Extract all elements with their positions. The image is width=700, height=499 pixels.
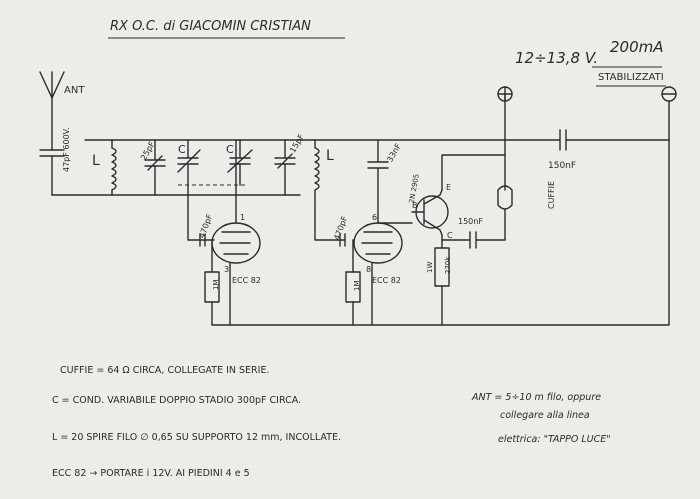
trimmer-1 xyxy=(144,139,166,196)
supply-note: STABILIZZATI xyxy=(598,72,664,83)
output-cap-label: 150nF xyxy=(548,161,576,171)
tube-1-pin3: 3 xyxy=(224,265,229,274)
resistor-2 xyxy=(345,271,361,326)
plate-capacitor xyxy=(367,139,413,224)
ant-note-3: elettrica: "TAPPO LUCE" xyxy=(498,434,611,445)
plate-cap-label: 33nF xyxy=(385,142,403,164)
trimmer-2 xyxy=(274,139,296,196)
note-coil: L = 20 SPIRE FILO ∅ 0,65 SU SUPPORTO 12 … xyxy=(52,432,341,443)
schematic-title: RX O.C. di GIACOMIN CRISTIAN xyxy=(110,19,311,34)
ant-note-2: collegare alla linea xyxy=(500,410,590,421)
antenna-symbol xyxy=(39,71,65,151)
ant-note-1: ANT = 5÷10 m filo, oppure xyxy=(471,392,601,403)
antenna-capacitor xyxy=(39,149,65,196)
output-capacitor xyxy=(504,129,670,151)
transistor-label: 2N 2905 xyxy=(408,173,421,204)
variable-capacitor-1 xyxy=(177,139,201,206)
pin-b: B xyxy=(412,201,418,210)
tube-2 xyxy=(353,222,403,264)
coupling-cap-label: 150nF xyxy=(458,217,483,226)
grid-capacitor-1 xyxy=(199,233,206,247)
coil-2 xyxy=(314,139,320,201)
tube-1-pin1: 1 xyxy=(240,213,245,222)
coil-1-label: L xyxy=(92,153,100,169)
tube-2-label: ECC 82 xyxy=(372,276,401,285)
antenna-label: ANT xyxy=(64,85,85,96)
headphones xyxy=(497,93,513,241)
resistor-2-label: 1M xyxy=(353,281,361,292)
resistor-3-power: 1W xyxy=(426,262,434,273)
note-variable-cap: C = COND. VARIABILE DOPPIO STADIO 300pF … xyxy=(52,395,301,406)
tube-1-label: ECC 82 xyxy=(232,276,261,285)
supply-current: 200mA xyxy=(610,38,664,56)
transistor-2n2905 xyxy=(411,189,449,236)
tube-2-pin8: 8 xyxy=(366,265,371,274)
supply-voltage: 12÷13,8 V. xyxy=(515,49,598,67)
minus-terminal xyxy=(661,86,677,102)
coil-2-label: L xyxy=(326,148,334,164)
resistor-1-label: 1M xyxy=(212,280,220,291)
grid2-wire xyxy=(314,199,346,241)
trimmer-2-label: 15pF xyxy=(288,132,306,154)
variable-capacitor-2 xyxy=(227,139,253,186)
note-headphones: CUFFIE = 64 Ω CIRCA, COLLEGATE IN SERIE. xyxy=(60,365,269,376)
coil-1 xyxy=(111,139,117,196)
ground-rail-bottom xyxy=(211,139,670,326)
trimmer-1-label: 25pF xyxy=(139,140,157,162)
headphones-label: CUFFIE xyxy=(547,181,556,209)
note-tube-supply: ECC 82 → PORTARE i 12V. AI PIEDINI 4 e 5 xyxy=(52,468,250,479)
antenna-cap-label: 47pF 600V. xyxy=(62,127,71,172)
tube-1 xyxy=(211,139,261,264)
emitter-wire xyxy=(441,154,506,191)
resistor-1 xyxy=(204,271,220,326)
resistor-3 xyxy=(434,247,450,326)
grid-capacitor-2 xyxy=(339,233,346,247)
tube-2-pin6: 6 xyxy=(372,213,377,222)
grid-cap-1-label: 470pF xyxy=(197,213,214,240)
var-cap-2-label: C xyxy=(226,143,234,156)
pin-c: C xyxy=(447,231,453,240)
grid-cap-2-label: 470pF xyxy=(332,215,349,242)
pin-e: E xyxy=(446,183,451,192)
coupling-capacitor xyxy=(441,231,506,249)
resistor-3-label: 270k xyxy=(444,256,452,274)
var-cap-1-label: C xyxy=(178,143,186,156)
